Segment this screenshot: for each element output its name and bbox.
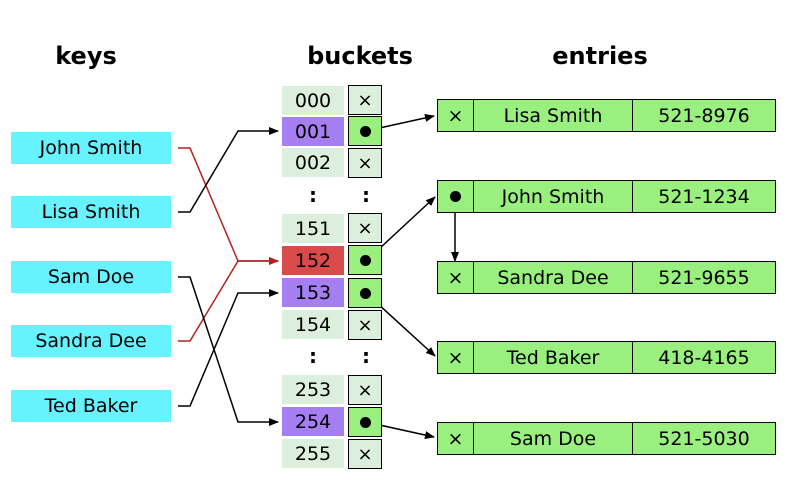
entry-next-empty: × — [438, 100, 474, 131]
bucket-index: 253 — [282, 375, 344, 404]
key-ted-baker: Ted Baker — [11, 390, 171, 422]
bucket-slot-pointer — [348, 116, 382, 146]
empty-cross-icon: × — [357, 443, 373, 465]
bucket-slot-empty: × — [348, 213, 382, 243]
entry-next-empty: × — [438, 342, 474, 373]
entry-phone: 521-9655 — [658, 266, 750, 289]
bucket-ellipsis: : — [362, 344, 370, 368]
pointer-dot-icon — [450, 191, 461, 202]
bucket-index: 152 — [282, 246, 344, 275]
empty-cross-icon: × — [357, 152, 373, 174]
bucket-slot-empty: × — [348, 85, 382, 115]
key-sam-doe: Sam Doe — [11, 261, 171, 293]
entry-next-empty: × — [438, 262, 474, 293]
entry-john-smith: John Smith 521-1234 — [437, 180, 776, 213]
bucket-slot-empty: × — [348, 148, 382, 178]
empty-cross-icon: × — [447, 104, 464, 127]
entry-name: Lisa Smith — [474, 100, 633, 131]
empty-cross-icon: × — [447, 266, 464, 289]
pointer-dot-icon — [359, 416, 371, 428]
key-john-smith: John Smith — [11, 132, 171, 164]
bucket-index: 151 — [282, 214, 344, 243]
bucket-slot-pointer — [348, 407, 382, 437]
entry-ted-baker: × Ted Baker 418-4165 — [437, 341, 776, 374]
empty-cross-icon: × — [447, 427, 464, 450]
pointer-dot-icon — [359, 254, 371, 266]
bucket-slot-pointer — [348, 278, 382, 308]
bucket-index: 153 — [282, 278, 344, 307]
bucket-ellipsis: : — [309, 344, 317, 368]
entries-heading: entries — [552, 42, 648, 70]
bucket-slot-empty: × — [348, 439, 382, 469]
hash-line-ted-baker — [178, 289, 279, 407]
key-lisa-smith: Lisa Smith — [11, 196, 171, 228]
bucket-index: 000 — [282, 86, 344, 115]
bucket-ellipsis: : — [309, 183, 317, 207]
entry-name: Sam Doe — [474, 423, 633, 454]
entry-sandra-dee: × Sandra Dee 521-9655 — [437, 261, 776, 294]
empty-cross-icon: × — [357, 379, 373, 401]
empty-cross-icon: × — [447, 346, 464, 369]
bucket-slot-empty: × — [348, 375, 382, 405]
entry-phone: 418-4165 — [658, 346, 750, 369]
empty-cross-icon: × — [357, 89, 373, 111]
bucket-ellipsis: : — [362, 183, 370, 207]
bucket-index: 154 — [282, 310, 344, 339]
bucket-slot-pointer — [348, 245, 382, 275]
entry-phone: 521-1234 — [658, 185, 750, 208]
entry-phone: 521-5030 — [658, 427, 750, 450]
entry-next-empty: × — [438, 423, 474, 454]
pointer-dot-icon — [359, 125, 371, 137]
entry-sam-doe: × Sam Doe 521-5030 — [437, 422, 776, 455]
buckets-heading: buckets — [307, 42, 413, 70]
hash-line-john-smith — [178, 147, 279, 265]
entry-name: Ted Baker — [474, 342, 633, 373]
bucket-slot-empty: × — [348, 310, 382, 340]
keys-heading: keys — [55, 42, 117, 70]
entry-name: John Smith — [474, 181, 633, 212]
hash-line-sandra-dee — [178, 257, 279, 342]
entry-next-pointer — [438, 181, 474, 212]
empty-cross-icon: × — [357, 217, 373, 239]
pointer-dot-icon — [359, 287, 371, 299]
empty-cross-icon: × — [357, 314, 373, 336]
entry-lisa-smith: × Lisa Smith 521-8976 — [437, 99, 776, 132]
entry-phone: 521-8976 — [658, 104, 750, 127]
bucket-index: 002 — [282, 148, 344, 177]
key-sandra-dee: Sandra Dee — [11, 325, 171, 357]
entry-name: Sandra Dee — [474, 262, 633, 293]
bucket-index: 001 — [282, 117, 344, 146]
hash-line-lisa-smith — [178, 127, 279, 213]
bucket-index: 255 — [282, 439, 344, 468]
bucket-index: 254 — [282, 407, 344, 436]
